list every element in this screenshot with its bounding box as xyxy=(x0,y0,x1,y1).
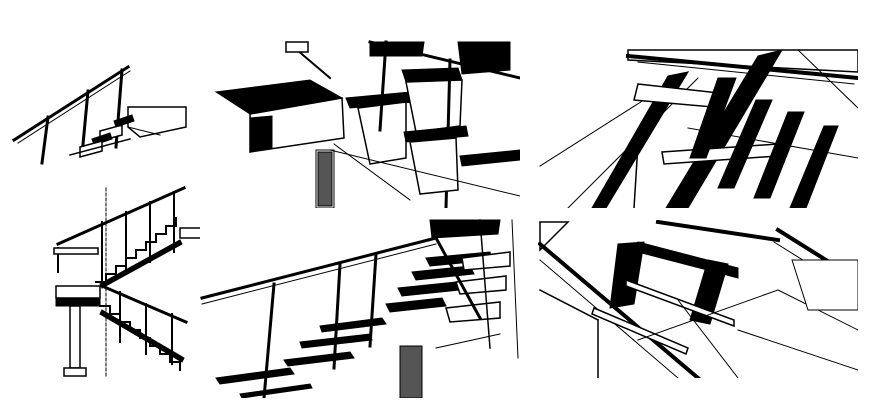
stair-railing-elevation-view xyxy=(10,55,195,165)
two-flight-stair-section-drawing xyxy=(53,186,217,378)
stair-landing-perspective-drawing xyxy=(214,40,520,208)
open-tread-stair-perspective-view xyxy=(200,218,520,398)
stringer-framing-perspective-view xyxy=(538,48,858,208)
open-tread-stair-perspective-drawing xyxy=(200,219,519,398)
two-flight-stair-section-view xyxy=(50,182,222,378)
stair-landing-perspective-view xyxy=(210,40,520,208)
stair-railing-elevation-drawing xyxy=(11,64,187,165)
stringer-framing-perspective-drawing xyxy=(539,49,858,208)
steel-frame-perspective-drawing xyxy=(538,220,858,378)
steel-frame-perspective-view xyxy=(538,220,858,378)
